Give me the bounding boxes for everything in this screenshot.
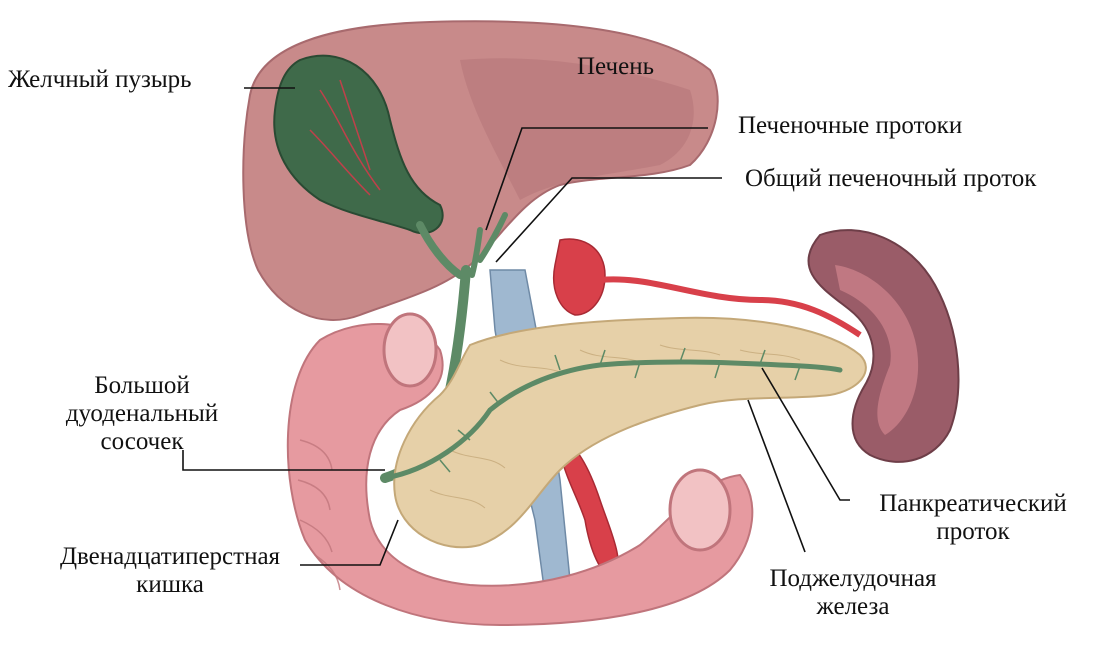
label-papilla-line-1: Большой xyxy=(62,372,222,400)
label-duodenum-line-1: Двенадцатиперстная xyxy=(28,543,312,571)
label-liver-text: Печень xyxy=(577,53,654,81)
artery xyxy=(554,239,605,315)
jejunum-opening xyxy=(670,470,730,550)
label-liver: Печень xyxy=(577,53,654,81)
leader-pancreas xyxy=(748,400,805,552)
label-pancreatic-duct-line-2: проток xyxy=(858,518,1088,546)
label-gallbladder-text: Желчный пузырь xyxy=(8,66,192,94)
label-duodenum-line-2: кишка xyxy=(28,571,312,599)
label-gallbladder: Желчный пузырь xyxy=(8,66,192,94)
label-duodenum: Двенадцатиперстная кишка xyxy=(28,543,312,599)
label-papilla-line-2: дуоденальный xyxy=(62,400,222,428)
label-pancreatic-duct-line-1: Панкреатический xyxy=(858,490,1088,518)
label-pancreatic-duct: Панкреатический проток xyxy=(858,490,1088,546)
duodenum-opening xyxy=(384,314,436,386)
label-hepatic-ducts-text: Печеночные протоки xyxy=(738,112,962,140)
label-pancreas-line-2: железа xyxy=(748,593,958,621)
label-pancreas: Поджелудочная железа xyxy=(748,565,958,621)
label-papilla-line-3: сосочек xyxy=(62,428,222,456)
label-common-hepatic-duct: Общий печеночный проток xyxy=(745,165,1036,193)
label-pancreas-line-1: Поджелудочная xyxy=(748,565,958,593)
pancreas xyxy=(394,318,866,547)
label-hepatic-ducts: Печеночные протоки xyxy=(738,112,962,140)
label-papilla: Большой дуоденальный сосочек xyxy=(62,372,222,456)
label-common-hepatic-duct-text: Общий печеночный проток xyxy=(745,165,1036,193)
